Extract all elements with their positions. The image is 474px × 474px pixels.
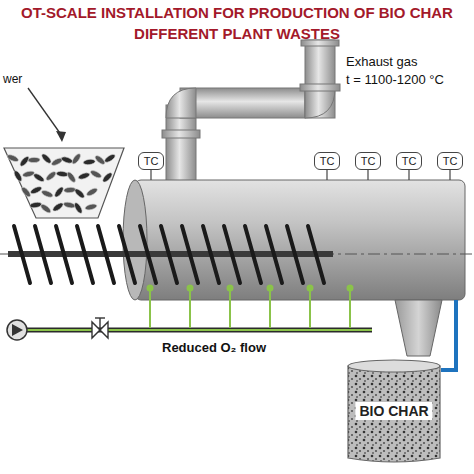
thermocouple-box: TC <box>437 152 464 170</box>
seed <box>39 203 52 214</box>
seed <box>56 171 69 178</box>
thermocouple-label: TC <box>361 155 376 167</box>
screw-flight <box>224 226 240 283</box>
screw-flight <box>287 226 303 283</box>
seed <box>13 170 24 183</box>
seed <box>71 152 82 165</box>
seed <box>103 153 116 164</box>
seed <box>63 201 76 209</box>
seed <box>86 187 99 198</box>
seed <box>22 170 35 178</box>
seed <box>101 171 113 183</box>
nozzle-tip <box>268 286 273 291</box>
seed <box>29 202 42 209</box>
biochar-container: BIO CHAR <box>346 358 442 466</box>
seed <box>73 187 85 199</box>
container-label: BIO CHAR <box>355 402 432 420</box>
screw-flight <box>203 226 219 283</box>
nozzle-tip <box>308 286 313 291</box>
seed <box>32 172 45 183</box>
seed <box>89 169 102 179</box>
screw-flight <box>56 226 72 283</box>
air-nozzle <box>149 288 151 328</box>
air-nozzle <box>189 288 191 328</box>
seed <box>77 172 90 181</box>
screw-flight <box>245 226 261 283</box>
screw-flight <box>182 226 198 283</box>
seed <box>73 202 84 215</box>
screw-flight <box>98 226 114 283</box>
seed <box>85 203 98 211</box>
seed <box>83 159 96 166</box>
air-nozzle <box>269 288 271 328</box>
seed <box>41 189 54 198</box>
seed <box>45 170 58 182</box>
seed <box>30 185 43 195</box>
air-nozzle <box>309 288 311 328</box>
screw-flight <box>119 226 135 283</box>
air-nozzle <box>349 288 351 328</box>
screw-flight <box>35 226 51 283</box>
thermocouple-label: TC <box>144 155 159 167</box>
thermocouple-box: TC <box>314 152 341 170</box>
thermocouple-label: TC <box>320 155 335 167</box>
seed <box>6 153 19 163</box>
thermocouple-box: TC <box>355 152 382 170</box>
diagram-title: OT-SCALE INSTALLATION FOR PRODUCTION OF … <box>0 2 474 44</box>
seed <box>52 201 65 212</box>
annotation-label: wer <box>3 72 22 86</box>
annotation-label: t = 1100-1200 °C <box>346 72 444 87</box>
screw-flight <box>161 226 177 283</box>
screw-flight <box>308 226 324 283</box>
seed <box>60 156 73 165</box>
nozzle-tip <box>188 286 193 291</box>
seed <box>20 186 32 198</box>
seed <box>66 171 77 184</box>
screw-flight <box>77 226 93 283</box>
nozzle-tip <box>348 286 353 291</box>
seed <box>28 157 40 163</box>
screw-flight <box>14 226 30 283</box>
seed <box>53 186 65 199</box>
thermocouple-label: TC <box>402 155 417 167</box>
thermocouple-box: TC <box>396 152 423 170</box>
nozzle-tip <box>148 286 153 291</box>
thermocouple-box: TC <box>138 152 165 170</box>
annotation-label: Exhaust gas <box>346 54 418 69</box>
annotation-label: Reduced O₂ flow <box>162 340 266 355</box>
screw-flight <box>140 226 156 283</box>
seed <box>64 187 76 193</box>
air-nozzle <box>229 288 231 328</box>
seed <box>40 153 52 165</box>
screw-flight <box>266 226 282 283</box>
nozzle-tip <box>228 286 233 291</box>
thermocouple-label: TC <box>443 155 458 167</box>
